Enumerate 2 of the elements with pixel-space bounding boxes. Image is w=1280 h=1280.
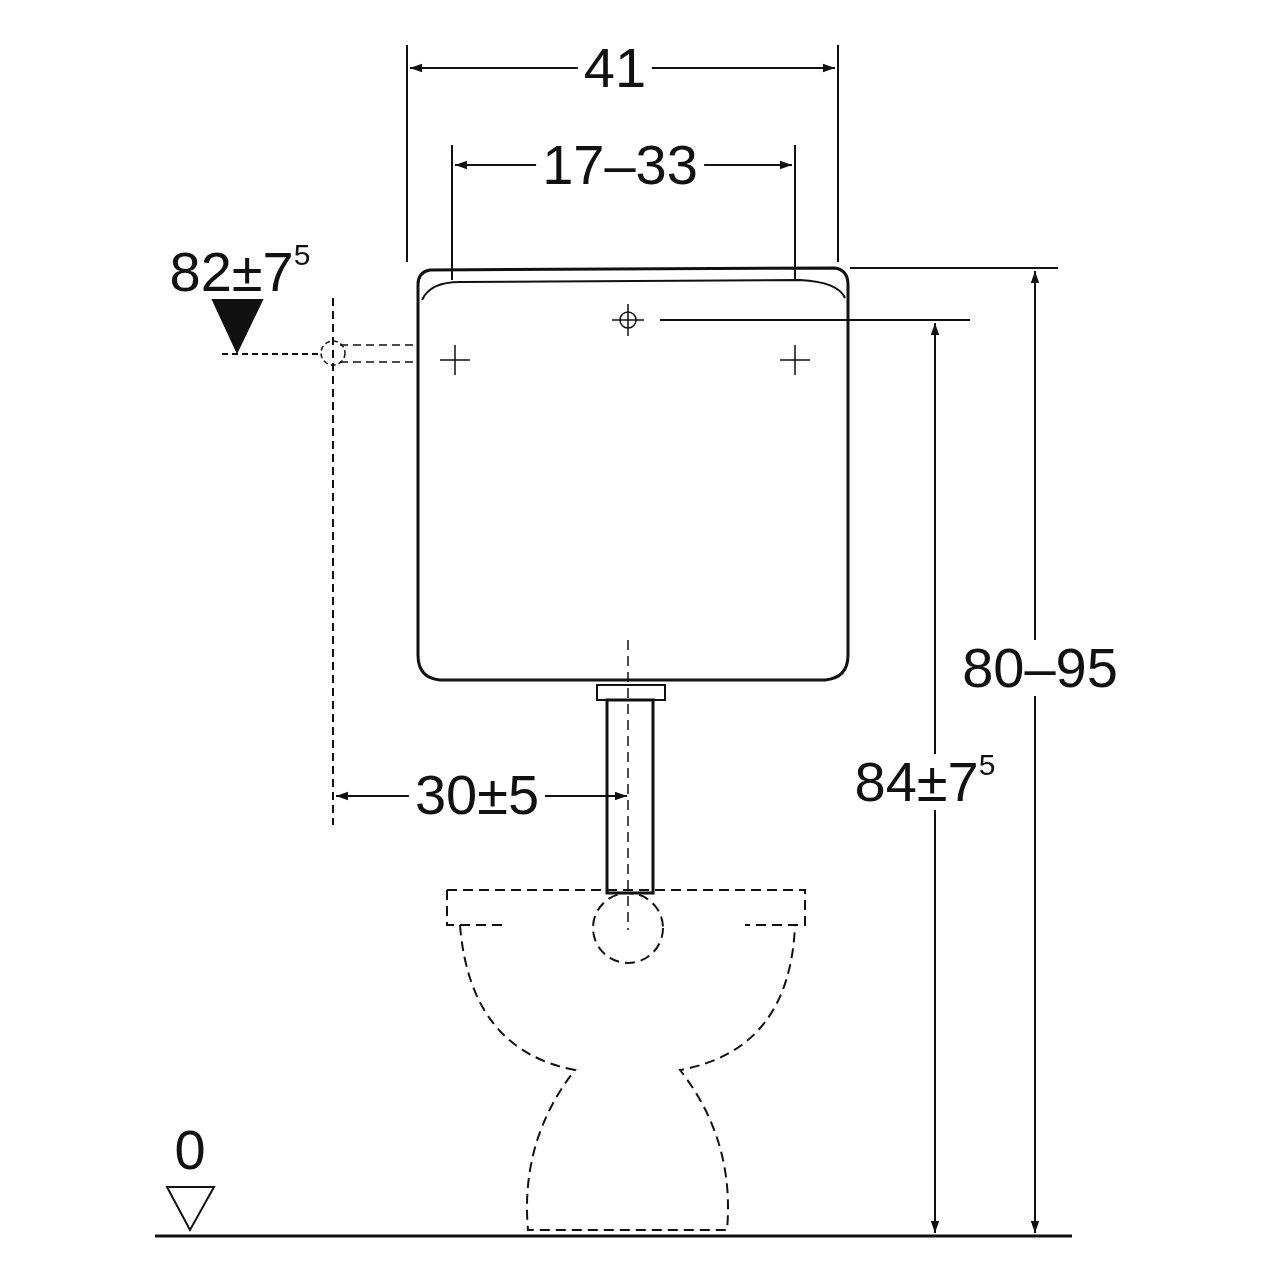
dimension-label: 82±7$^{5}$ <box>168 244 312 300</box>
dimension-label: 0 <box>173 1122 207 1178</box>
